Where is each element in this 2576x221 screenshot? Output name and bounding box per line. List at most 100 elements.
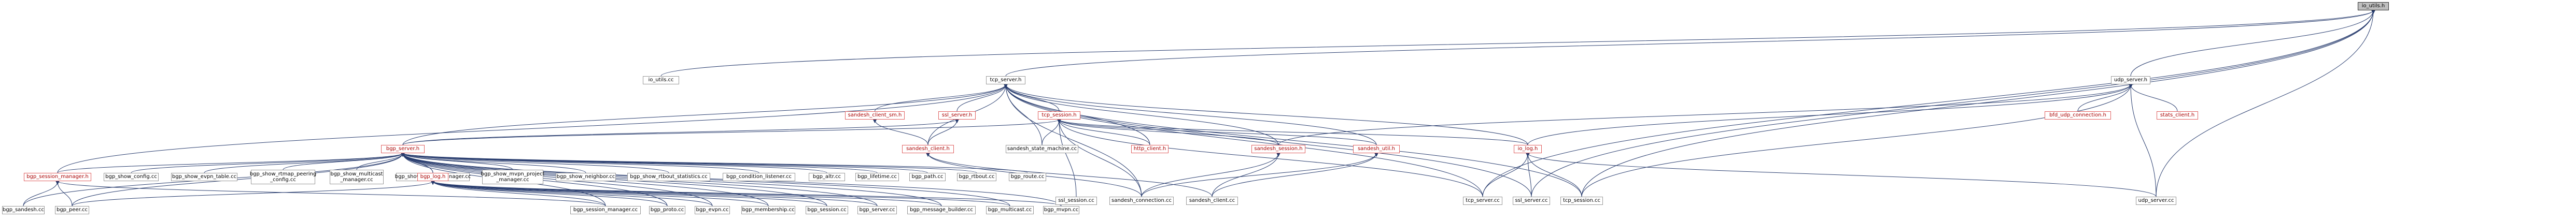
edge-io-log-h-to-tcp-session-cc xyxy=(1526,153,1582,197)
node-bgp-mvpn-cc[interactable]: bgp_mvpn.cc xyxy=(1043,206,1079,214)
node-bgp-path-cc[interactable]: bgp_path.cc xyxy=(909,173,946,181)
node-bgp-show-config-cc[interactable]: bgp_show_config.cc xyxy=(104,173,159,181)
edge-tcp-session-h-to-bgp-server-h xyxy=(402,119,1061,145)
edge-bgp-server-h-to-bgp-altr-cc xyxy=(401,153,827,173)
edge-tcp-server-h-to-ssl-server-h xyxy=(956,84,1008,112)
edge-bgp-log-h-to-bgp-mvpn-cc xyxy=(431,181,1062,207)
node-bgp-server-cc[interactable]: bgp_server.cc xyxy=(857,206,897,214)
node-bgp-rtbout-cc[interactable]: bgp_rtbout.cc xyxy=(957,173,996,181)
node-bgp-lifetime-cc[interactable]: bgp_lifetime.cc xyxy=(855,173,899,181)
edge-sandesh-util-h-to-sandesh-client-cc xyxy=(1212,153,1378,197)
edge-tcp-session-h-to-sandesh-state-machine-cc xyxy=(1041,119,1061,145)
edge-sandesh-client-sm-h-to-sandesh-client-h xyxy=(873,119,928,145)
node-bgp-membership-cc[interactable]: bgp_membership.cc xyxy=(741,206,795,214)
node-bgp-show-multicast-manager-cc[interactable]: bgp_show_multicast _manager.cc xyxy=(330,170,384,184)
edge-io-utils-h-to-io-utils-cc xyxy=(660,10,2375,77)
edge-sandesh-util-h-to-sandesh-connection-cc xyxy=(1141,153,1378,197)
edge-tcp-session-h-to-ssl-session-cc xyxy=(1057,119,1077,197)
edge-bgp-session-manager-h-to-bgp-session-manager-cc xyxy=(55,181,606,207)
node-bgp-sandesh-cc[interactable]: bgp_sandesh.cc xyxy=(2,206,45,214)
edge-ssl-server-h-to-bgp-server-h xyxy=(402,119,959,145)
node-bgp-route-cc[interactable]: bgp_route.cc xyxy=(1009,173,1046,181)
edge-bgp-server-h-to-bgp-show-config-cc xyxy=(131,153,405,173)
edge-bgp-log-h-to-bgp-message-builder-cc xyxy=(431,181,942,207)
edge-tcp-server-h-to-tcp-session-h xyxy=(1004,84,1060,112)
node-bgp-condition-listener-cc[interactable]: bgp_condition_listener.cc xyxy=(723,173,795,181)
edge-tcp-session-h-to-http-client-h xyxy=(1057,119,1150,145)
edge-udp-server-h-to-io-log-h xyxy=(1527,84,2133,145)
node-sandesh-state-machine-cc[interactable]: sandesh_state_machine.cc xyxy=(1006,145,1078,153)
node-bfd-udp-connection-h[interactable]: bfd_udp_connection.h xyxy=(2045,111,2111,120)
node-sandesh-client-sm-h[interactable]: sandesh_client_sm.h xyxy=(845,111,905,120)
edge-tcp-session-h-to-sandesh-connection-cc xyxy=(1057,119,1142,197)
node-sandesh-client-cc[interactable]: sandesh_client.cc xyxy=(1186,197,1238,205)
node-bgp-peer-cc[interactable]: bgp_peer.cc xyxy=(55,206,89,214)
node-bgp-message-builder-cc[interactable]: bgp_message_builder.cc xyxy=(907,206,976,214)
node-bgp-show-rtmap-peering-config-cc[interactable]: bgp_show_rtmap_peering _config.cc xyxy=(250,170,316,184)
node-bgp-session-manager-cc[interactable]: bgp_session_manager.cc xyxy=(570,206,641,214)
node-sandesh-session-h[interactable]: sandesh_session.h xyxy=(1251,145,1305,153)
edge-io-utils-h-to-tcp-server-h xyxy=(1005,10,2375,77)
node-sandesh-util-h[interactable]: sandesh_util.h xyxy=(1353,145,1400,153)
edge-bgp-server-h-to-bgp-condition-listener-cc xyxy=(401,153,759,173)
node-bgp-session-manager-h[interactable]: bgp_session_manager.h xyxy=(24,173,91,181)
node-io-utils-h[interactable]: io_utils.h xyxy=(2358,2,2389,10)
node-sandesh-connection-cc[interactable]: sandesh_connection.cc xyxy=(1109,197,1174,205)
edge-tcp-session-h-to-sandesh-session-h xyxy=(1057,119,1279,145)
node-udp-server-h[interactable]: udp_server.h xyxy=(2111,76,2150,84)
edge-bgp-server-h-to-bgp-show-rtmap-peering-config-cc xyxy=(283,153,405,170)
node-io-log-h[interactable]: io_log.h xyxy=(1514,145,1542,153)
edge-bgp-server-h-to-bgp-session-manager-h xyxy=(57,153,405,173)
node-sandesh-client-h[interactable]: sandesh_client.h xyxy=(902,145,954,153)
node-stats-client-h[interactable]: stats_client.h xyxy=(2157,111,2198,120)
edge-bgp-log-h-to-bgp-session-manager-cc xyxy=(431,181,606,207)
node-tcp-session-cc[interactable]: tcp_session.cc xyxy=(1560,197,1603,205)
edge-udp-server-h-to-tcp-session-cc xyxy=(1581,84,2133,197)
node-io-utils-cc[interactable]: io_utils.cc xyxy=(643,76,679,84)
edge-tcp-session-h-to-tcp-server-cc xyxy=(1057,119,1483,197)
edge-tcp-server-h-to-tcp-server-cc xyxy=(1004,84,1483,197)
edge-io-utils-h-to-udp-server-cc xyxy=(2156,10,2375,197)
node-ssl-server-h[interactable]: ssl_server.h xyxy=(938,111,976,120)
edge-tcp-server-h-to-sandesh-client-sm-h xyxy=(875,84,1008,112)
node-bgp-show-evpn-table-cc[interactable]: bgp_show_evpn_table.cc xyxy=(171,173,237,181)
edge-udp-server-h-to-stats-client-h xyxy=(2129,84,2178,112)
edge-bgp-log-h-to-bgp-session-cc xyxy=(431,181,827,207)
node-tcp-session-h[interactable]: tcp_session.h xyxy=(1038,111,1080,120)
edge-tcp-session-h-to-sandesh-util-h xyxy=(1057,119,1377,145)
edge-udp-server-h-to-bfd-udp-connection-h xyxy=(2077,84,2133,112)
edge-ssl-server-h-to-sandesh-client-h xyxy=(927,119,959,145)
node-tcp-server-cc[interactable]: tcp_server.cc xyxy=(1463,197,1502,205)
node-bgp-log-h[interactable]: bgp_log.h xyxy=(417,173,448,181)
node-bgp-show-neighbor-cc[interactable]: bgp_show_neighbor.cc xyxy=(556,173,616,181)
edge-io-utils-h-to-tcp-server-cc xyxy=(1482,10,2375,197)
node-bgp-evpn-cc[interactable]: bgp_evpn.cc xyxy=(695,206,730,214)
node-bgp-show-rtbout-statistics-cc[interactable]: bgp_show_rtbout_statistics.cc xyxy=(627,173,710,181)
node-ssl-server-cc[interactable]: ssl_server.cc xyxy=(1513,197,1550,205)
edge-io-utils-h-to-udp-server-h xyxy=(2130,10,2375,77)
node-bgp-server-h[interactable]: bgp_server.h xyxy=(381,145,425,153)
node-bgp-multicast-cc[interactable]: bgp_multicast.cc xyxy=(986,206,1034,214)
node-bgp-altr-cc[interactable]: bgp_altr.cc xyxy=(809,173,845,181)
node-bgp-show-mvpn-project-manager-cc[interactable]: bgp_show_mvpn_project _manager.cc xyxy=(481,170,544,184)
node-udp-server-cc[interactable]: udp_server.cc xyxy=(2136,197,2176,205)
edge-bgp-log-h-to-bgp-evpn-cc xyxy=(431,181,713,207)
edge-bgp-log-h-to-bgp-peer-cc xyxy=(72,181,435,207)
edge-bgp-log-h-to-bgp-membership-cc xyxy=(431,181,769,207)
edge-io-log-h-to-udp-server-cc xyxy=(1526,153,2157,197)
node-tcp-server-h[interactable]: tcp_server.h xyxy=(986,76,1025,84)
edge-sandesh-session-h-to-sandesh-client-cc xyxy=(1212,153,1280,197)
node-bgp-session-cc[interactable]: bgp_session.cc xyxy=(806,206,848,214)
edge-bgp-server-h-to-bgp-lifetime-cc xyxy=(401,153,878,173)
edge-tcp-server-h-to-sandesh-connection-cc xyxy=(1004,84,1142,197)
edge-bgp-log-h-to-bgp-server-cc xyxy=(431,181,878,207)
edge-udp-server-h-to-sandesh-session-h xyxy=(1278,84,2133,145)
edge-io-log-h-to-tcp-server-cc xyxy=(1482,153,1530,197)
node-http-client-h[interactable]: http_client.h xyxy=(1131,145,1169,153)
edge-udp-server-h-to-udp-server-cc xyxy=(2129,84,2157,197)
edge-bgp-server-h-to-bgp-route-cc xyxy=(401,153,1028,173)
node-ssl-session-cc[interactable]: ssl_session.cc xyxy=(1055,197,1097,205)
node-bgp-proto-cc[interactable]: bgp_proto.cc xyxy=(649,206,685,214)
edge-io-log-h-to-ssl-server-cc xyxy=(1526,153,1532,197)
